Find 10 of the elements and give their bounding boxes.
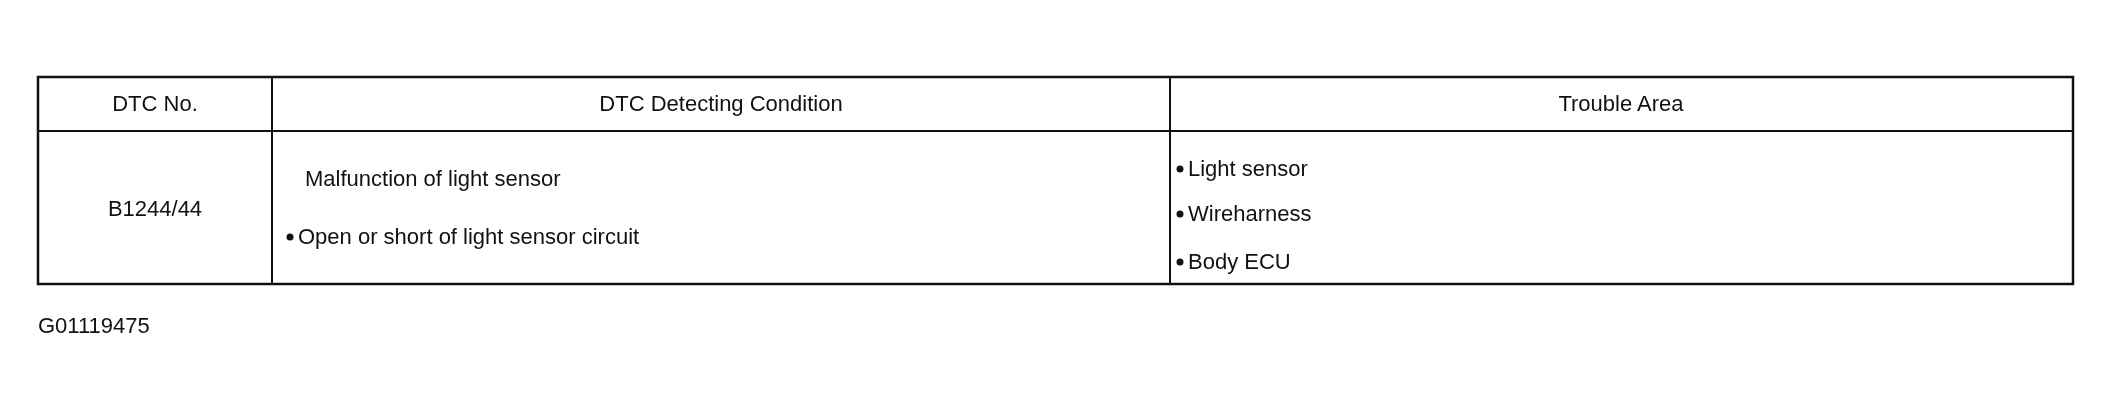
cell-text: Malfunction of light sensor — [305, 166, 561, 192]
header-text: DTC Detecting Condition — [599, 91, 843, 117]
header-text: DTC No. — [112, 91, 198, 117]
bullet-item-text: Body ECU — [1188, 249, 1291, 275]
cell-text: B1244/44 — [107, 196, 203, 222]
bullet-item-text: Wireharness — [1188, 201, 1312, 227]
bullet-item-text: Open or short of light sensor circuit — [298, 224, 640, 250]
bullet-item-text: Light sensor — [1188, 156, 1308, 182]
header-text: Trouble Area — [1558, 91, 1684, 117]
figure-id: G01119475 — [38, 313, 150, 339]
